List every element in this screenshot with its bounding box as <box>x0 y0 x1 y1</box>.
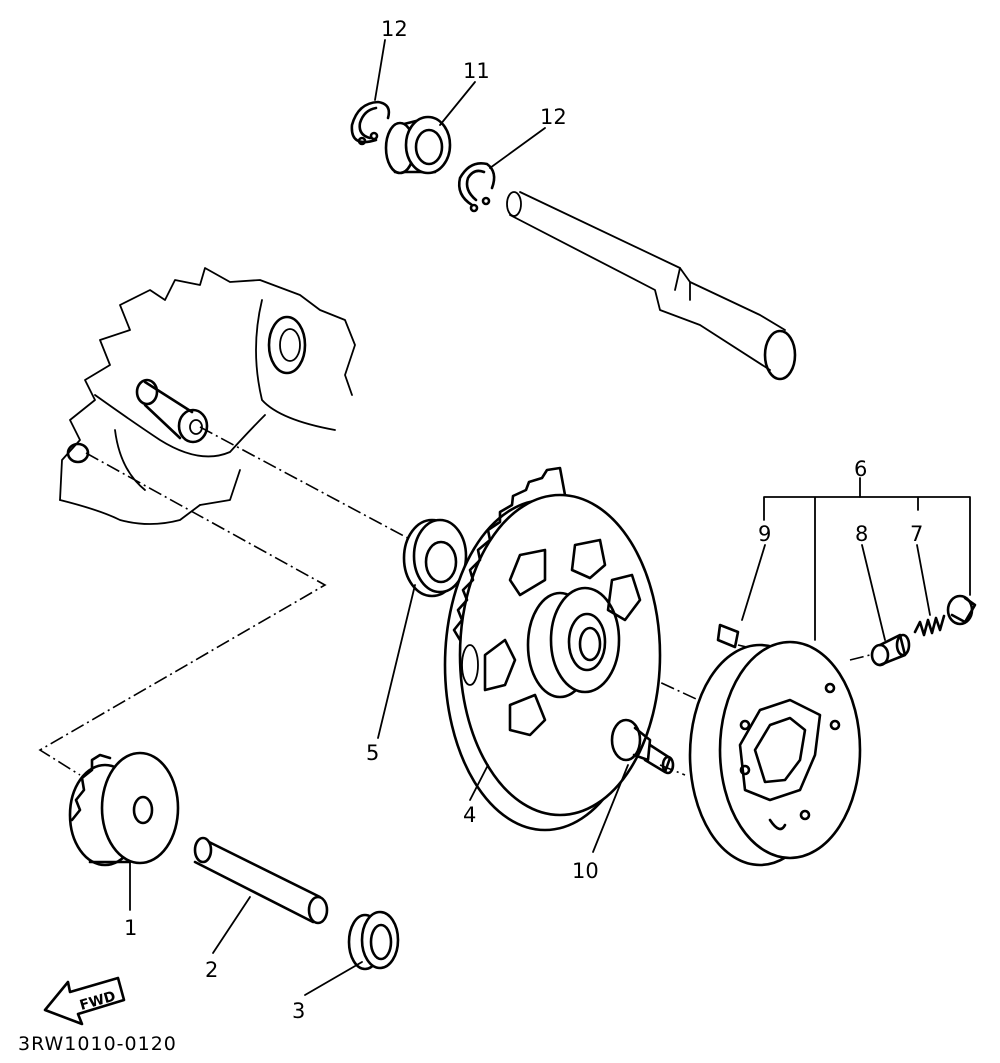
shaft <box>506 191 797 381</box>
callout-5: 5 <box>366 741 379 765</box>
callout-3: 3 <box>292 999 305 1023</box>
fwd-label: FWD <box>78 989 118 1014</box>
callout-8: 8 <box>855 522 868 546</box>
crankcase-outline <box>59 267 356 525</box>
diagram-code: 3RW1010-0120 <box>18 1033 177 1055</box>
callout-labels: 12 11 12 6 9 8 7 5 4 10 1 2 3 <box>124 17 923 1023</box>
fwd-arrow: FWD <box>43 976 126 1026</box>
callout-9: 9 <box>758 522 771 546</box>
washer <box>402 518 468 598</box>
roller <box>716 623 740 649</box>
callout-4: 4 <box>463 803 476 827</box>
callout-11: 11 <box>463 59 490 83</box>
callout-10: 10 <box>572 859 599 883</box>
spring <box>913 614 946 637</box>
bearing <box>384 115 452 175</box>
callout-12-top: 12 <box>381 17 408 41</box>
plunger <box>870 633 911 667</box>
callout-1: 1 <box>124 916 137 940</box>
callout-12-lower: 12 <box>540 105 567 129</box>
callout-7: 7 <box>910 522 923 546</box>
callout-2: 2 <box>205 958 218 982</box>
circlip-lower <box>457 162 496 213</box>
cap <box>946 594 977 626</box>
circlip-upper <box>350 100 391 146</box>
idle-gear <box>68 751 180 867</box>
oneway-clutch <box>688 640 862 867</box>
bolt <box>610 718 675 775</box>
starter-wheel-gear <box>443 466 662 832</box>
collar <box>347 910 400 971</box>
idle-shaft <box>193 836 329 925</box>
leader-lines <box>129 39 971 996</box>
callout-6: 6 <box>854 457 867 481</box>
